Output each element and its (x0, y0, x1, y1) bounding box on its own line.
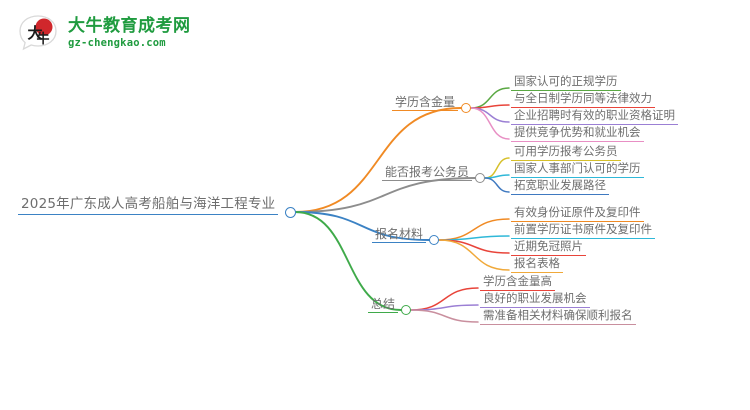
mindmap-leaf-2-1[interactable]: 可用学历报考公务员 (511, 144, 621, 161)
mindmap-leaf-1-2-label: 与全日制学历同等法律效力 (514, 91, 652, 105)
mindmap-branch-1-underline (392, 110, 459, 112)
mindmap-branch-1-dot[interactable] (461, 103, 471, 113)
mindmap-branch-3[interactable]: 报名材料 (372, 227, 427, 244)
mindmap-leaf-1-2-underline (511, 106, 655, 108)
mindmap-leaf-1-1-underline (511, 89, 621, 91)
logo-mark-icon: 大 牛 (14, 12, 62, 56)
mindmap-branch-2-underline (382, 180, 473, 182)
mindmap-leaf-3-3-label: 近期免冠照片 (514, 239, 583, 253)
mindmap-leaf-1-4[interactable]: 提供竞争优势和就业机会 (511, 125, 644, 142)
mindmap-leaf-3-2-underline (511, 237, 655, 239)
logo-title: 大牛教育成考网 (68, 15, 191, 36)
mindmap-leaf-1-3-underline (511, 123, 678, 125)
mindmap-leaf-3-3[interactable]: 近期免冠照片 (511, 239, 586, 256)
mindmap-root-label: 2025年广东成人高考船舶与海洋工程专业 (21, 196, 276, 212)
mindmap-leaf-1-2[interactable]: 与全日制学历同等法律效力 (511, 91, 655, 108)
mindmap-leaf-3-1-label: 有效身份证原件及复印件 (514, 205, 641, 219)
mindmap-leaf-4-3-label: 需准备相关材料确保顺利报名 (483, 308, 633, 322)
mindmap-root-node[interactable]: 2025年广东成人高考船舶与海洋工程专业 (18, 196, 279, 215)
mindmap-leaf-3-4[interactable]: 报名表格 (511, 256, 563, 273)
mindmap-leaf-2-3[interactable]: 拓宽职业发展路径 (511, 178, 609, 195)
mindmap-leaf-3-2-label: 前置学历证书原件及复印件 (514, 222, 652, 236)
mindmap-branch-3-underline (372, 242, 427, 244)
mindmap-leaf-3-1-underline (511, 220, 644, 222)
mindmap-leaf-1-3[interactable]: 企业招聘时有效的职业资格证明 (511, 108, 678, 125)
mindmap-leaf-4-2[interactable]: 良好的职业发展机会 (480, 291, 590, 308)
mindmap-leaf-2-1-underline (511, 159, 621, 161)
mindmap-leaf-3-4-label: 报名表格 (514, 256, 560, 270)
mindmap-branch-3-dot[interactable] (429, 235, 439, 245)
mindmap-leaf-2-2-label: 国家人事部门认可的学历 (514, 161, 641, 175)
mindmap-leaf-3-4-underline (511, 271, 563, 273)
mindmap-leaf-2-3-label: 拓宽职业发展路径 (514, 178, 606, 192)
site-logo: 大 牛 大牛教育成考网 gz-chengkao.com (14, 10, 194, 58)
mindmap-leaf-3-2[interactable]: 前置学历证书原件及复印件 (511, 222, 655, 239)
svg-text:大: 大 (27, 24, 42, 42)
mindmap-leaf-4-1-label: 学历含金量高 (483, 274, 552, 288)
mindmap-branch-2[interactable]: 能否报考公务员 (382, 165, 473, 182)
mindmap-leaf-4-2-underline (480, 306, 590, 308)
mindmap-leaf-4-1-underline (480, 289, 555, 291)
mindmap-leaf-4-3[interactable]: 需准备相关材料确保顺利报名 (480, 308, 636, 325)
mindmap-leaf-4-3-underline (480, 323, 636, 325)
mindmap-leaf-2-2[interactable]: 国家人事部门认可的学历 (511, 161, 644, 178)
mindmap-branch-2-dot[interactable] (475, 173, 485, 183)
svg-text:牛: 牛 (36, 31, 49, 47)
mindmap-root-dot[interactable] (284, 206, 296, 218)
mindmap-leaf-2-2-underline (511, 176, 644, 178)
mindmap-root-underline (18, 213, 279, 215)
mindmap-branch-4-label: 总结 (371, 297, 396, 311)
logo-subtitle: gz-chengkao.com (68, 37, 166, 50)
mindmap-leaf-4-1[interactable]: 学历含金量高 (480, 274, 555, 291)
mindmap-leaf-3-1[interactable]: 有效身份证原件及复印件 (511, 205, 644, 222)
mindmap-leaf-1-1[interactable]: 国家认可的正规学历 (511, 74, 621, 91)
mindmap-branch-4-dot[interactable] (401, 305, 411, 315)
mindmap-leaf-3-3-underline (511, 254, 586, 256)
mindmap-branch-4-underline (368, 312, 399, 314)
mindmap-branch-4[interactable]: 总结 (368, 297, 399, 314)
mindmap-leaf-1-4-label: 提供竞争优势和就业机会 (514, 125, 641, 139)
mindmap-leaf-2-1-label: 可用学历报考公务员 (514, 144, 618, 158)
mindmap-leaf-4-2-label: 良好的职业发展机会 (483, 291, 587, 305)
mindmap-branch-3-label: 报名材料 (375, 227, 424, 241)
mindmap-branch-1-label: 学历含金量 (395, 95, 456, 109)
mindmap-leaf-1-4-underline (511, 140, 644, 142)
mindmap-leaf-2-3-underline (511, 193, 609, 195)
mindmap-leaf-1-1-label: 国家认可的正规学历 (514, 74, 618, 88)
mindmap-branch-2-label: 能否报考公务员 (385, 165, 470, 179)
mindmap-leaf-1-3-label: 企业招聘时有效的职业资格证明 (514, 108, 675, 122)
mindmap-branch-1[interactable]: 学历含金量 (392, 95, 459, 112)
